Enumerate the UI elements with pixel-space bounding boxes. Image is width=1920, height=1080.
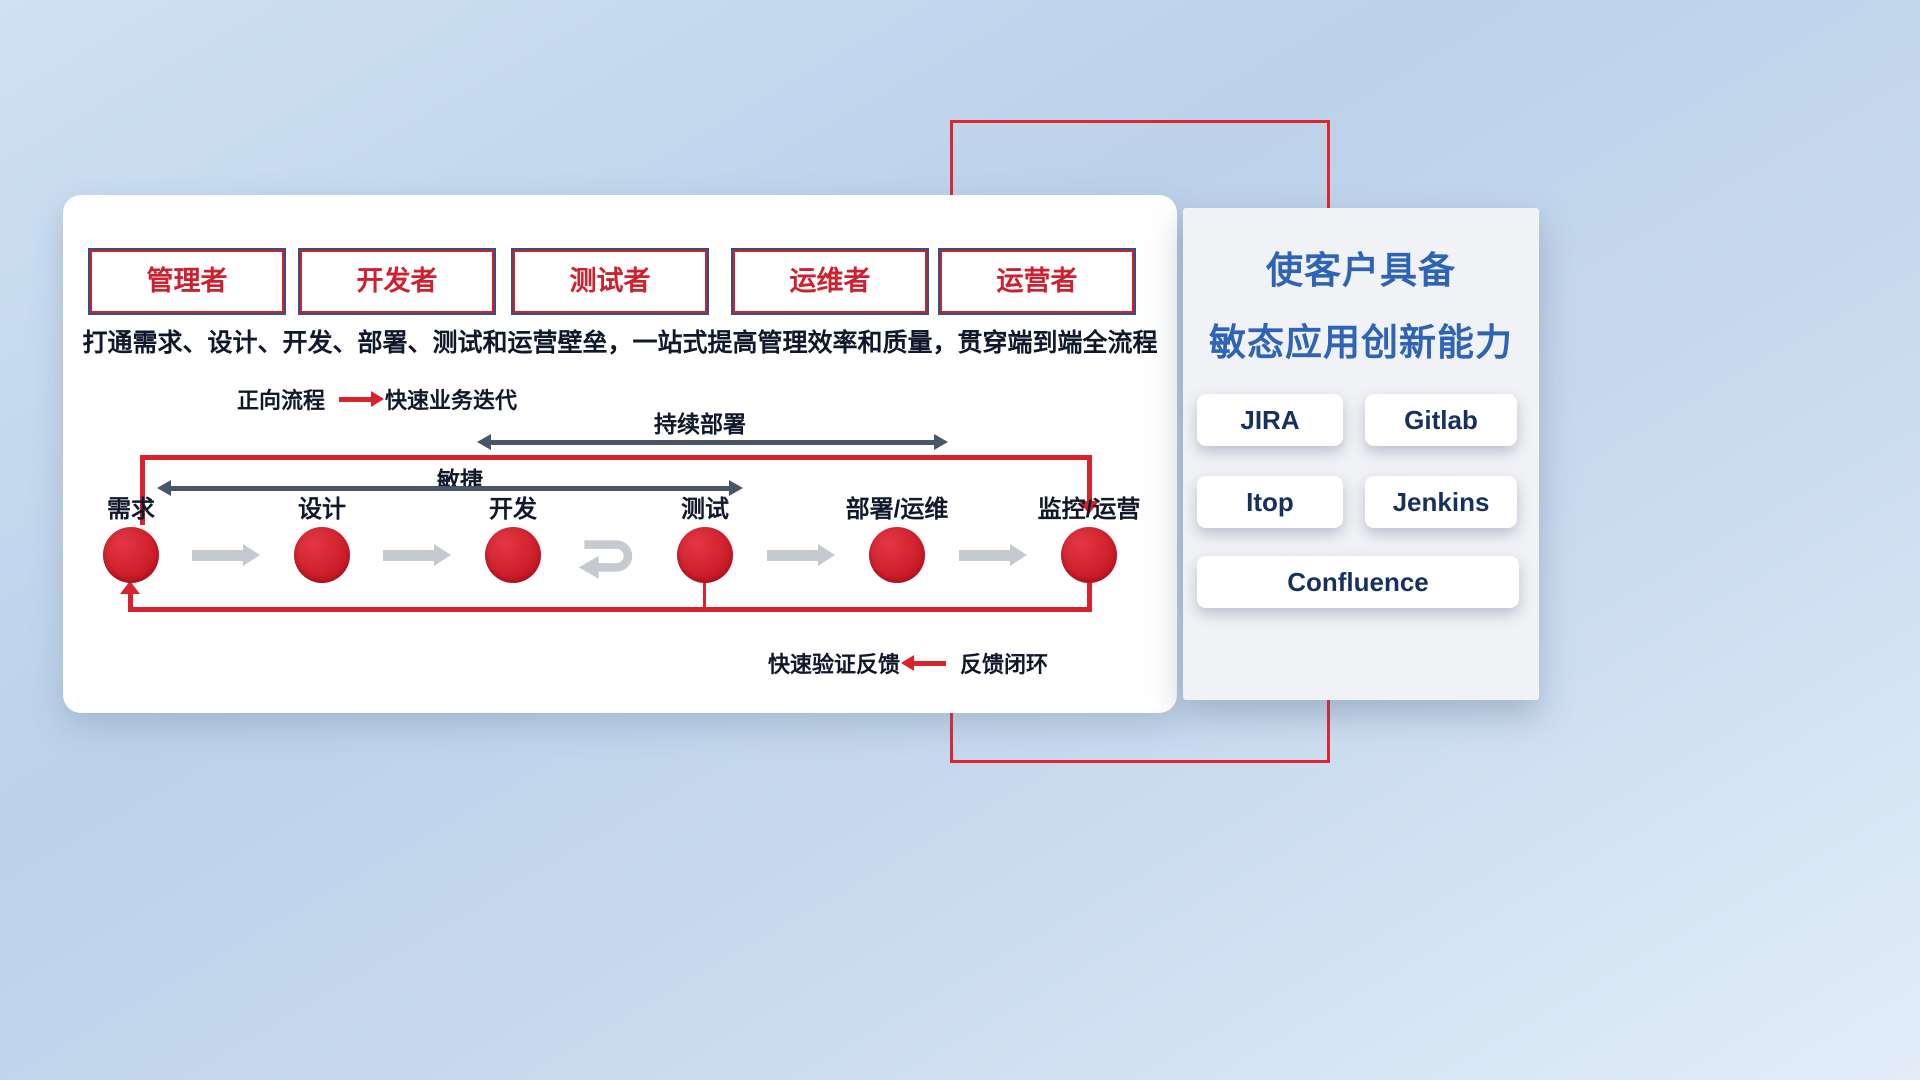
node-label-deploy-ops: 部署/运维 [845,496,949,523]
pipeline-subtitle: 打通需求、设计、开发、部署、测试和运营壁垒，一站式提高管理效率和质量，贯穿端到端… [82,329,1158,357]
iteration-loop-icon [578,540,633,579]
step-arrow-icon [959,544,1027,566]
legend-feedback: 快速验证反馈 反馈闭环 [768,647,1048,679]
panel-title-line1: 使客户具备 [1266,250,1456,291]
test-feedback-connector [703,583,706,609]
role-box-operator: 运营者 [940,250,1134,313]
flow-node-testing [677,527,733,583]
feedback-loop-right-rise [1087,583,1092,609]
feedback-arrow-icon [901,654,947,671]
flow-node-design [294,527,350,583]
capability-panel: 使客户具备 敏态应用创新能力 JIRA Gitlab Itop Jenkins … [1183,208,1539,700]
forward-loop-right-drop [1087,455,1092,503]
agile-arrow-icon [157,480,743,496]
node-label-requirements: 需求 [107,496,155,523]
tool-chip-confluence: Confluence [1197,556,1519,608]
tool-chip-jenkins: Jenkins [1365,476,1517,528]
feedback-loop-left-rise [128,594,133,609]
node-label-design: 设计 [298,496,346,523]
role-box-tester: 测试者 [513,250,707,313]
node-label-testing: 测试 [681,496,729,523]
tool-chip-itop: Itop [1197,476,1343,528]
legend-feedback-label: 快速验证反馈 [768,652,901,677]
devops-pipeline-card: 管理者 开发者 测试者 运维者 运营者 打通需求、设计、开发、部署、测试和运营壁… [63,195,1177,713]
feedback-loop-bottom-line [128,607,1092,612]
node-label-development: 开发 [489,496,537,523]
forward-arrow-icon [339,390,385,407]
legend-feedback-value: 反馈闭环 [960,652,1049,677]
role-box-manager: 管理者 [90,250,284,313]
flow-node-monitor-ops [1061,527,1117,583]
flow-node-requirements [103,527,159,583]
tool-chip-gitlab: Gitlab [1365,394,1517,446]
step-arrow-icon [383,544,451,566]
node-label-monitor-ops: 监控/运营 [1037,496,1141,523]
flow-node-deploy-ops [869,527,925,583]
forward-loop-top-line [140,455,1092,460]
panel-title-line2: 敏态应用创新能力 [1209,322,1513,363]
forward-loop-arrowhead-icon [1079,501,1099,514]
step-arrow-icon [767,544,835,566]
continuous-deploy-arrow-icon [477,434,948,450]
flow-node-development [485,527,541,583]
forward-loop-left-drop [140,455,145,525]
feedback-loop-arrowhead-icon [120,581,140,594]
legend-forward: 正向流程 快速业务迭代 [237,383,517,415]
legend-forward-label: 正向流程 [237,388,326,413]
role-box-ops: 运维者 [733,250,927,313]
role-box-developer: 开发者 [300,250,494,313]
continuous-deploy-label: 持续部署 [654,411,746,437]
tool-chip-jira: JIRA [1197,394,1343,446]
step-arrow-icon [192,544,260,566]
legend-forward-value: 快速业务迭代 [385,388,518,413]
